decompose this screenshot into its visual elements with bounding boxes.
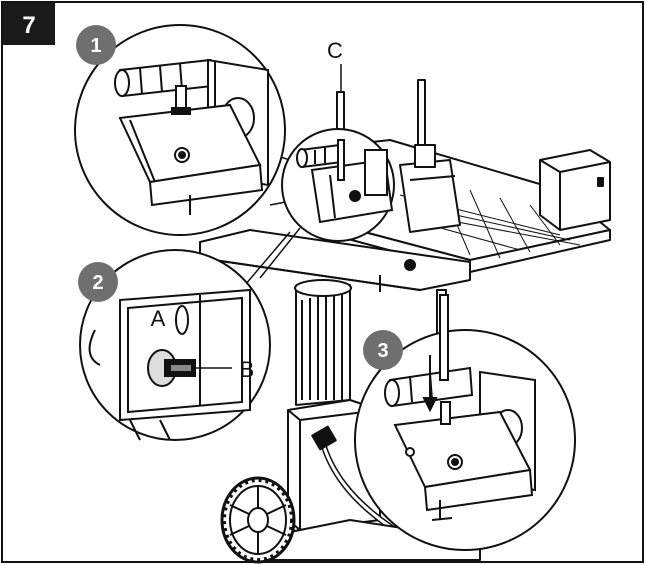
- callout-number-1: 1: [90, 35, 101, 57]
- callout-badge-3: 3: [363, 330, 403, 370]
- part-label-b: B: [240, 357, 255, 382]
- detail-circle-1: [74, 24, 286, 236]
- callout-number-2: 2: [92, 272, 103, 294]
- part-label-a: A: [151, 306, 166, 331]
- lever-detail-circle: [281, 128, 395, 242]
- wheel-icon: [220, 476, 296, 564]
- detail-circle-2: [79, 249, 271, 441]
- callout-number-3: 3: [377, 340, 388, 362]
- part-label-c: C: [327, 38, 343, 63]
- callout-badge-1: 1: [76, 25, 116, 65]
- callout-badge-2: 2: [78, 262, 118, 302]
- step-number: 7: [22, 12, 35, 39]
- detail-circle-3: [354, 294, 576, 551]
- step-badge: 7: [3, 3, 55, 45]
